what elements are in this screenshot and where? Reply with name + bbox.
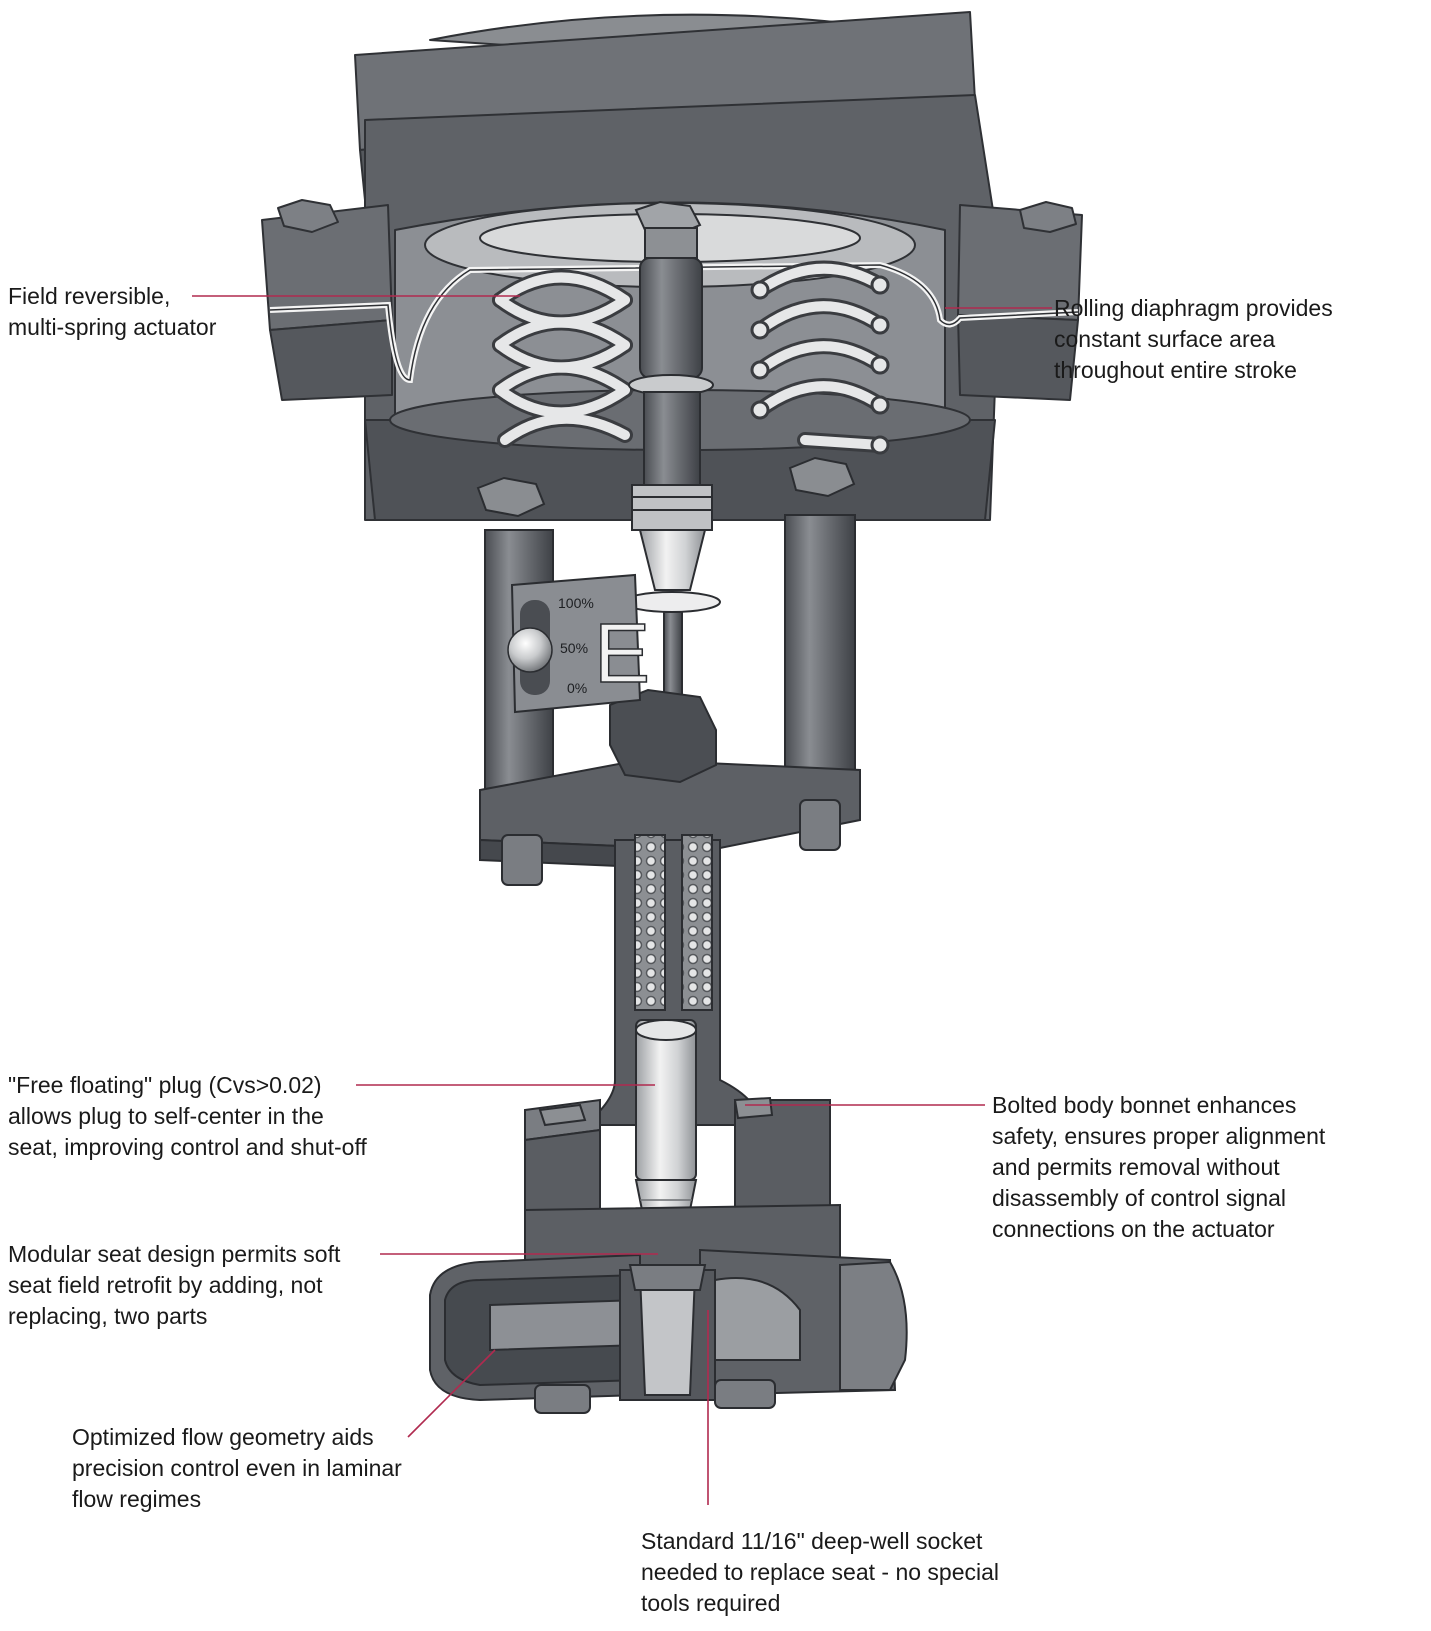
callout-flow: Optimized flow geometry aids precision c…: [72, 1424, 402, 1512]
bonnet-neck: [582, 834, 762, 1271]
callout-plug: "Free floating" plug (Cvs>0.02) allows p…: [8, 1072, 367, 1160]
actuator-springs: [492, 260, 890, 455]
leader-flow: [407, 1349, 496, 1438]
callout-seat: Modular seat design permits soft seat fi…: [8, 1241, 341, 1329]
gauge-letter: E: [594, 606, 650, 700]
gauge-mark-50: 50%: [560, 640, 588, 656]
stroke-indicator: 100% 50% 0% E: [507, 573, 651, 714]
callout-diaphragm: Rolling diaphragm provides constant surf…: [1054, 295, 1333, 383]
leader-lines: [192, 295, 1052, 1505]
callout-actuator: Field reversible, multi-spring actuator: [8, 283, 217, 340]
valve-body: [429, 1096, 908, 1414]
callout-bonnet: Bolted body bonnet enhances safety, ensu…: [992, 1092, 1326, 1242]
gauge-mark-0: 0%: [567, 680, 587, 696]
callout-socket: Standard 11/16" deep-well socket needed …: [641, 1528, 1000, 1616]
gauge-mark-100: 100%: [558, 595, 594, 611]
